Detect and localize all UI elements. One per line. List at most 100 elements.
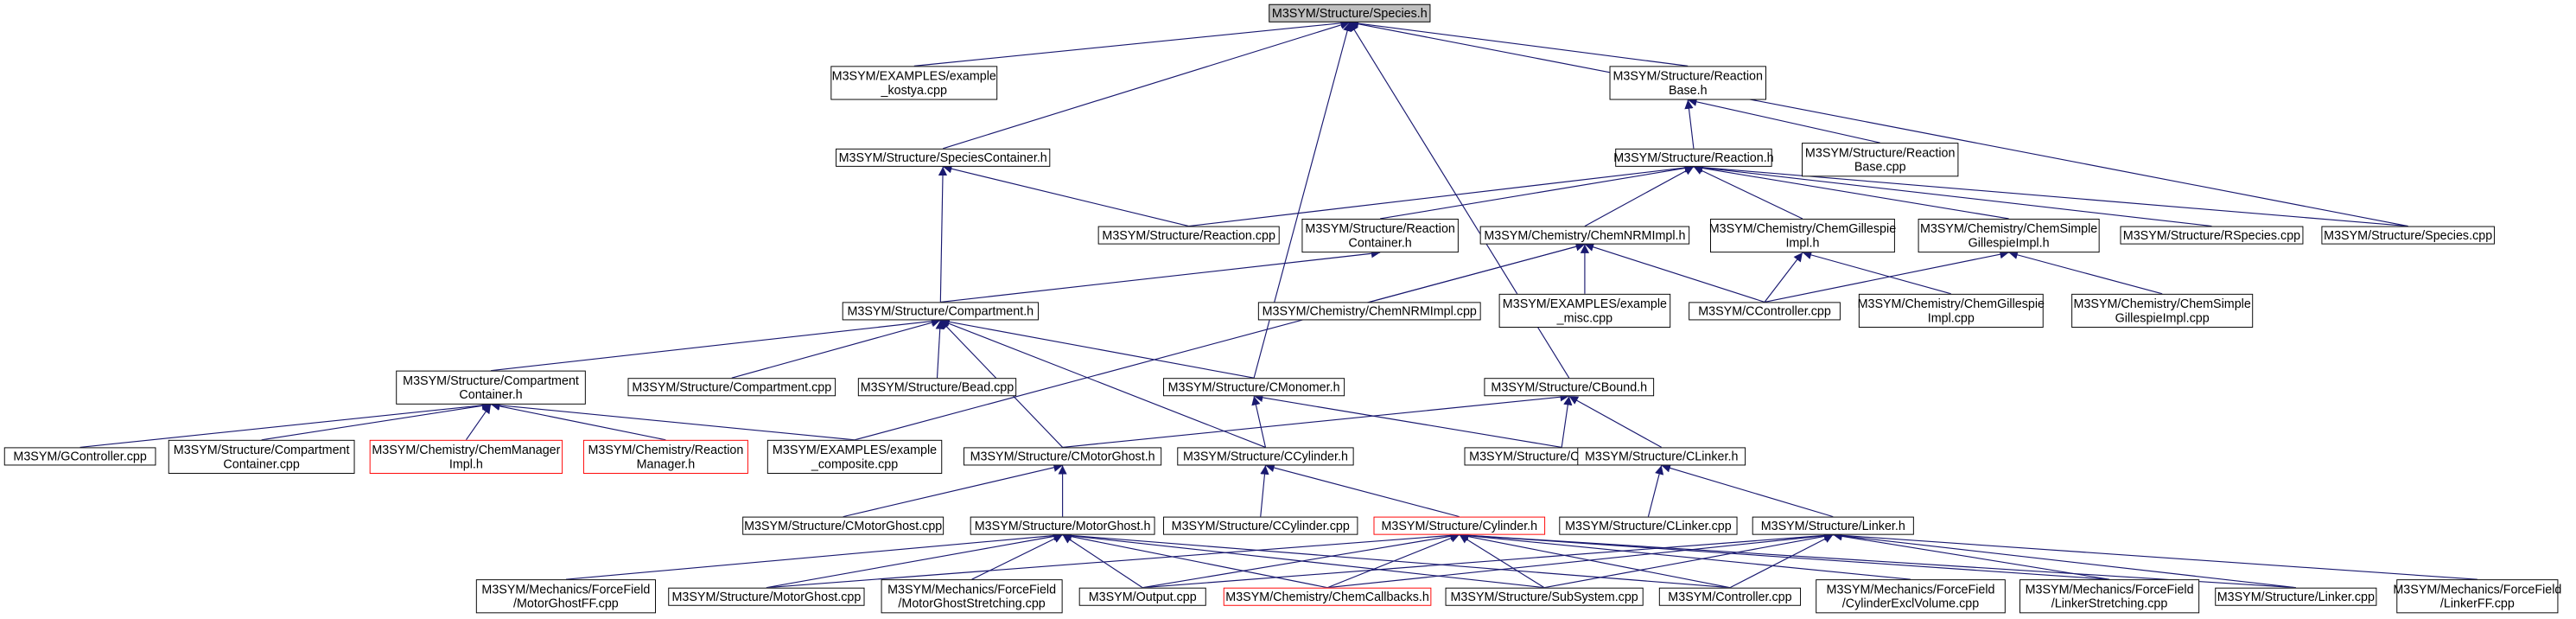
node-linker-cpp[interactable]: M3SYM/Structure/Linker.cpp	[2215, 587, 2377, 606]
edge-motorghost_h-output_cpp	[1062, 534, 1143, 589]
node-compartment-h[interactable]: M3SYM/Structure/Compartment.h	[842, 302, 1039, 321]
node-chemsimplegillespie-cpp[interactable]: M3SYM/Chemistry/ChemSimple GillespieImpl…	[2071, 293, 2254, 329]
edge-clinker_h-clinker_cpp	[1647, 465, 1664, 517]
node-linker-h[interactable]: M3SYM/Structure/Linker.h	[1752, 516, 1914, 535]
edge-species_h-example_kostya	[913, 18, 1350, 67]
edge-cylinder_h-cylinderexclvolume_cpp	[1459, 531, 1911, 580]
node-cmotorghost-h[interactable]: M3SYM/Structure/CMotorGhost.h	[964, 447, 1162, 466]
edge-compartmentcontainer_h-reactionmanager_h	[490, 401, 666, 441]
node-clinker-h[interactable]: M3SYM/Structure/CLinker.h	[1577, 447, 1746, 466]
node-rspecies-cpp[interactable]: M3SYM/Structure/RSpecies.cpp	[2120, 226, 2304, 245]
edge-speciescontainer_h-reaction_cpp	[943, 164, 1189, 227]
edge-motorghost_h-motorghostff_cpp	[565, 531, 1063, 580]
edge-reaction_h-reactioncontainer_h	[1380, 163, 1695, 220]
edge-cylinder_h-linkerstretching_cpp	[1459, 531, 2110, 580]
node-example-kostya[interactable]: M3SYM/EXAMPLES/example _kostya.cpp	[830, 66, 998, 100]
node-reaction-h[interactable]: M3SYM/Structure/Reaction.h	[1613, 148, 1774, 167]
edge-cbound_h-cmotorghost_h	[1062, 392, 1569, 448]
node-subsystem-cpp[interactable]: M3SYM/Structure/SubSystem.cpp	[1445, 587, 1644, 606]
node-linkerff-cpp[interactable]: M3SYM/Mechanics/ForceField /LinkerFF.cpp	[2393, 579, 2561, 614]
edge-motorghost_h-controller_cpp	[1062, 531, 1730, 589]
edge-linker_h-linker_cpp	[1833, 531, 2296, 589]
node-ccylinder-cpp[interactable]: M3SYM/Structure/CCylinder.cpp	[1163, 516, 1358, 535]
node-reactionbase-h[interactable]: M3SYM/Structure/Reaction Base.h	[1609, 66, 1766, 100]
node-motorghost-cpp[interactable]: M3SYM/Structure/MotorGhost.cpp	[668, 587, 865, 606]
edge-reaction_h-chemsimplegillespie_h	[1693, 163, 2009, 220]
edge-ccylinder_h-ccylinder_cpp	[1260, 465, 1269, 517]
edge-chemgillespie_h-chemgillespie_cpp	[1802, 250, 1951, 295]
node-bead-cpp[interactable]: M3SYM/Structure/Bead.cpp	[857, 378, 1017, 397]
node-cmonomer-h[interactable]: M3SYM/Structure/CMonomer.h	[1163, 378, 1345, 397]
edge-cylinder_h-linker_cpp	[1459, 531, 2296, 589]
edge-compartment_h-compartmentcontainer_h	[490, 316, 941, 372]
node-ccylinder-h[interactable]: M3SYM/Structure/CCylinder.h	[1177, 447, 1354, 466]
edge-compartmentcontainer_h-gcontroller_cpp	[80, 400, 492, 448]
node-motorghoststretching-cpp[interactable]: M3SYM/Mechanics/ForceField /MotorGhostSt…	[881, 579, 1063, 614]
node-output-cpp[interactable]: M3SYM/Output.cpp	[1078, 587, 1206, 606]
node-motorghost-h[interactable]: M3SYM/Structure/MotorGhost.h	[970, 516, 1155, 535]
edge-compartmentcontainer_h-example_composite	[490, 400, 855, 441]
node-chemsimplegillespie-h[interactable]: M3SYM/Chemistry/ChemSimple GillespieImpl…	[1918, 218, 2100, 253]
node-reactionmanager-h[interactable]: M3SYM/Chemistry/Reaction Manager.h	[582, 439, 748, 474]
node-chemmanagerimpl-h[interactable]: M3SYM/Chemistry/ChemManager Impl.h	[369, 439, 563, 474]
node-cylinder-h[interactable]: M3SYM/Structure/Cylinder.h	[1373, 516, 1546, 535]
node-motorghostff-cpp[interactable]: M3SYM/Mechanics/ForceField /MotorGhostFF…	[475, 579, 656, 614]
edge-cylinder_h-motorghost_cpp	[766, 531, 1460, 589]
node-example-composite[interactable]: M3SYM/EXAMPLES/example _composite.cpp	[766, 439, 943, 474]
node-compartmentcontainer-cpp[interactable]: M3SYM/Structure/Compartment Container.cp…	[168, 439, 355, 474]
node-controller-cpp[interactable]: M3SYM/Controller.cpp	[1658, 587, 1802, 606]
node-linkerstretching-cpp[interactable]: M3SYM/Mechanics/ForceField /LinkerStretc…	[2019, 579, 2200, 614]
edge-motorghost_h-motorghost_cpp	[766, 532, 1063, 589]
edge-compartment_h-ccylinder_h	[940, 319, 1266, 448]
edge-species_h-cmonomer_h	[1253, 22, 1352, 379]
node-compartmentcontainer-h[interactable]: M3SYM/Structure/Compartment Container.h	[396, 370, 586, 405]
node-clinker-cpp[interactable]: M3SYM/Structure/CLinker.cpp	[1559, 516, 1738, 535]
edge-compartmentcontainer_h-chemmanagerimpl_h	[465, 404, 492, 441]
edge-cmonomer_h-ccylinder_h	[1251, 396, 1267, 448]
node-chemnrmimpl-h[interactable]: M3SYM/Chemistry/ChemNRMImpl.h	[1479, 226, 1690, 245]
edge-cylinder_h-controller_cpp	[1459, 532, 1731, 589]
edge-linker_h-subsystem_cpp	[1544, 532, 1834, 589]
edge-cylinder_h-chemcallbacks_h	[1326, 533, 1460, 589]
node-species-cpp[interactable]: M3SYM/Structure/Species.cpp	[2321, 226, 2495, 245]
edge-reaction_h-chemnrmimpl_h	[1584, 166, 1695, 227]
edge-linker_h-linkerstretching_cpp	[1833, 532, 2110, 580]
node-reactionbase-cpp[interactable]: M3SYM/Structure/Reaction Base.cpp	[1801, 143, 1959, 177]
node-chemgillespie-cpp[interactable]: M3SYM/Chemistry/ChemGillespie Impl.cpp	[1858, 293, 2045, 329]
edge-compartment_h-compartment_cpp	[731, 318, 941, 379]
edge-compartment_h-cmonomer_h	[940, 317, 1255, 379]
edge-linker_h-linkerff_cpp	[1833, 531, 2477, 580]
edge-species_h-speciescontainer_h	[943, 20, 1351, 150]
edge-cmonomer_h-cmonomer_cpp	[1253, 392, 1562, 448]
node-gcontroller-cpp[interactable]: M3SYM/GController.cpp	[3, 447, 156, 466]
edge-cmotorghost_h-cmotorghost_cpp	[843, 463, 1063, 518]
node-reactioncontainer-h[interactable]: M3SYM/Structure/Reaction Container.h	[1301, 218, 1459, 253]
edge-clinker_h-linker_h	[1661, 463, 1834, 518]
node-species-h: M3SYM/Structure/Species.h	[1269, 3, 1431, 22]
node-chemnrmimpl-cpp[interactable]: M3SYM/Chemistry/ChemNRMImpl.cpp	[1257, 302, 1481, 321]
node-compartment-cpp[interactable]: M3SYM/Structure/Compartment.cpp	[627, 378, 836, 397]
edge-cylinder_h-output_cpp	[1142, 532, 1460, 589]
edge-ccylinder_h-cylinder_h	[1265, 463, 1460, 518]
node-chemgillespie-h[interactable]: M3SYM/Chemistry/ChemGillespie Impl.h	[1709, 218, 1896, 253]
node-cbound-h[interactable]: M3SYM/Structure/CBound.h	[1484, 378, 1655, 397]
edge-species_h-reactionbase_h	[1349, 18, 1689, 67]
edge-reaction_h-rspecies_cpp	[1693, 163, 2212, 227]
node-cylinderexclvolume-cpp[interactable]: M3SYM/Mechanics/ForceField /CylinderExcl…	[1816, 579, 2006, 614]
node-cmotorghost-cpp[interactable]: M3SYM/Structure/CMotorGhost.cpp	[742, 516, 945, 535]
edge-reaction_h-species_cpp	[1693, 163, 2408, 227]
edge-linker_h-chemcallbacks_h	[1326, 531, 1834, 589]
node-example-misc[interactable]: M3SYM/EXAMPLES/example _misc.cpp	[1498, 293, 1671, 329]
edge-cbound_h-cmonomer_cpp	[1561, 396, 1573, 448]
edge-linker_h-controller_cpp	[1729, 534, 1834, 589]
edge-motorghost_h-chemcallbacks_h	[1062, 532, 1328, 589]
node-reaction-cpp[interactable]: M3SYM/Structure/Reaction.cpp	[1097, 226, 1280, 245]
node-chemcallbacks-h[interactable]: M3SYM/Chemistry/ChemCallbacks.h	[1223, 587, 1432, 606]
node-ccontroller-cpp[interactable]: M3SYM/CController.cpp	[1689, 302, 1841, 321]
edge-motorghost_h-motorghoststretching_cpp	[971, 534, 1063, 580]
edge-speciescontainer_h-compartment_h	[938, 166, 948, 303]
edge-chemnrmimpl_h-example_composite	[854, 242, 1586, 441]
node-speciescontainer-h[interactable]: M3SYM/Structure/SpeciesContainer.h	[836, 148, 1051, 167]
edge-reactionbase_h-reactionbase_cpp	[1688, 97, 1880, 144]
